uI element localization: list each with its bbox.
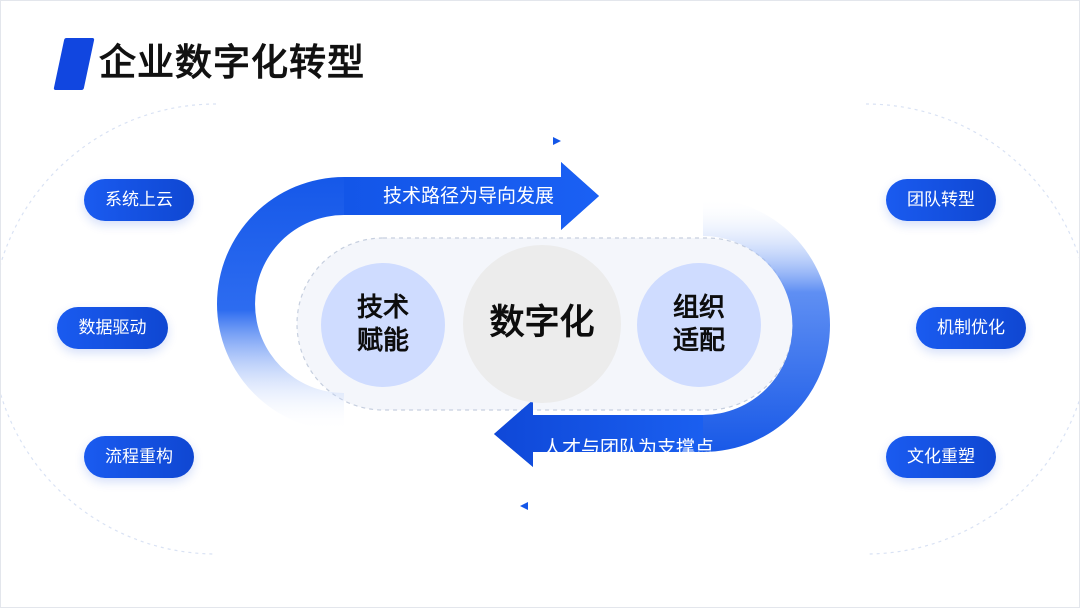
- top-band-label: 技术路径为导向发展: [382, 185, 554, 207]
- top-thin-arrow-head: [553, 137, 561, 145]
- bottom-thin-arrow-head: [520, 502, 528, 510]
- right-item-team-transformation: 团队转型: [886, 179, 996, 221]
- left-item-system-cloud: 系统上云: [84, 179, 194, 221]
- left-circle-line-1: 技术: [356, 293, 409, 323]
- bottom-arrow-band: [494, 400, 703, 467]
- left-circle-line-2: 赋能: [356, 326, 409, 356]
- center-circle-text: 数字化: [489, 303, 595, 343]
- right-circle-line-2: 适配: [672, 326, 725, 356]
- bottom-band-label: 人才与团队为支撑点: [542, 437, 714, 459]
- right-item-culture-reshaping: 文化重塑: [886, 436, 996, 478]
- left-circle-technology-enablement: [321, 263, 445, 387]
- page-title: 企业数字化转型: [99, 41, 365, 84]
- right-item-mechanism-optimization: 机制优化: [916, 307, 1026, 349]
- left-item-process-reconstruction: 流程重构: [84, 436, 194, 478]
- right-circle-organization-adaptation: [637, 263, 761, 387]
- right-circle-text: 组织 适配: [639, 292, 759, 358]
- center-circle-digitalization: [463, 245, 621, 403]
- left-circle-text: 技术 赋能: [323, 292, 443, 358]
- right-circle-line-1: 组织: [672, 293, 725, 323]
- left-item-data-driven: 数据驱动: [57, 307, 168, 349]
- left-dashed-arc: [1, 103, 217, 555]
- top-arrow-band: [344, 162, 599, 230]
- right-dashed-arc: [865, 103, 1079, 555]
